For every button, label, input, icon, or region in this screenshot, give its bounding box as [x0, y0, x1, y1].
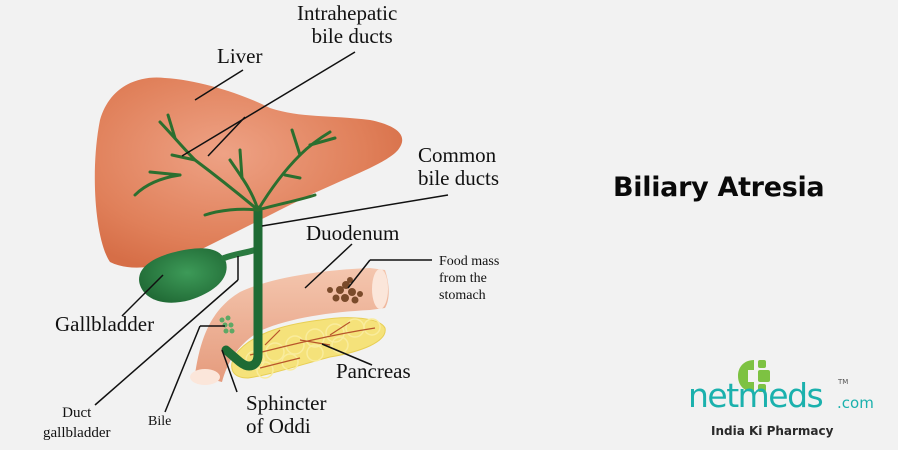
- label-food-mass: Food mass from the stomach: [439, 254, 499, 304]
- label-common-bile-ducts: Common bile ducts: [418, 144, 499, 189]
- page-title: Biliary Atresia: [613, 172, 825, 203]
- label-food-line2: from the: [439, 270, 487, 286]
- intrahepatic-ducts: [133, 113, 337, 217]
- label-duct-gallbladder: Duct gallbladder: [43, 404, 110, 443]
- label-sphincter-line1: Sphincter: [246, 391, 327, 415]
- label-duct-line2: gallbladder: [43, 424, 111, 441]
- logo-trademark: TM: [838, 378, 849, 386]
- label-liver: Liver: [217, 44, 263, 68]
- label-intrahepatic-bile-ducts: Intrahepatic bile ducts: [297, 2, 397, 47]
- label-intrahepatic-line2: bile ducts: [311, 23, 393, 48]
- logo-tagline: India Ki Pharmacy: [711, 424, 834, 438]
- label-sphincter-line2: of Oddi: [246, 413, 311, 438]
- common-bile-duct: [221, 205, 263, 371]
- label-duct-line1: Duct: [62, 405, 92, 421]
- logo-domain: .com: [837, 394, 874, 412]
- pancreas-shape: [231, 317, 386, 379]
- label-duodenum: Duodenum: [306, 221, 400, 245]
- label-intrahepatic-line1: Intrahepatic: [297, 1, 398, 25]
- label-food-line1: Food mass: [439, 254, 500, 269]
- netmeds-logo: netmeds TM .com India Ki Pharmacy: [688, 358, 888, 443]
- leader-lines: [94, 51, 449, 413]
- logo-brand-text: netmeds: [688, 376, 824, 415]
- label-common-line2: bile ducts: [418, 165, 500, 190]
- label-sphincter-of-oddi: Sphincter of Oddi: [246, 392, 326, 437]
- plus-cross-icon: [738, 360, 770, 392]
- label-gallbladder: Gallbladder: [55, 312, 155, 336]
- label-pancreas: Pancreas: [336, 359, 411, 383]
- label-bile: Bile: [148, 414, 172, 429]
- label-food-line3: stomach: [439, 287, 486, 303]
- label-common-line1: Common: [418, 143, 497, 167]
- gallbladder-shape: [139, 248, 227, 303]
- duodenum-shape: [195, 268, 389, 382]
